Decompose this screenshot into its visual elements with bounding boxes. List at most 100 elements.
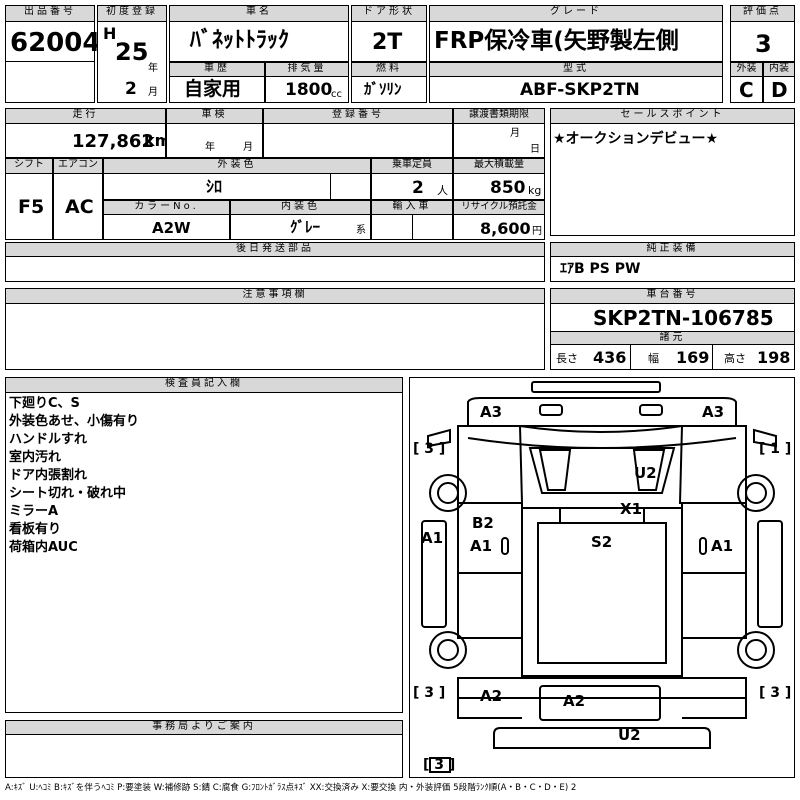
passenger-capacity: 2 (412, 178, 424, 198)
tire-front-right: [ 1 ] (759, 441, 792, 457)
color-number-header: カラーNo. (103, 200, 230, 215)
grade: FRP保冷車(矢野製左側 (434, 28, 679, 54)
truck-outline (421, 381, 783, 773)
aircon-type: AC (65, 196, 94, 218)
interior-score-header: 内装 (763, 62, 795, 77)
chassis-header: 車台番号 (550, 288, 795, 304)
mark-x1: X1 (620, 500, 643, 518)
inspector-note: 室内汚れ (9, 450, 62, 465)
interior-color: ｸﾞﾚｰ (290, 218, 321, 236)
shift-type: F5 (18, 196, 45, 218)
mileage-header: 走行 (5, 108, 166, 124)
sales-point: ★オークションデビュー★ (553, 131, 719, 147)
grade-header: グレード (429, 5, 723, 22)
mark-a1-left-door: A1 (421, 529, 444, 547)
aircon-header: エアコン (53, 158, 103, 174)
length-value: 436 (593, 348, 627, 367)
height-label: 高さ (724, 352, 746, 365)
transfer-deadline-header: 譲渡書類期限 (453, 108, 545, 124)
mark-s2: S2 (591, 533, 613, 551)
exterior-score-header: 外装 (730, 62, 763, 77)
import-header: 輸入車 (371, 200, 453, 215)
office-info-header: 事務局よりご案内 (5, 720, 403, 735)
width-label: 幅 (648, 352, 659, 365)
mark-a1-right: A1 (711, 537, 734, 555)
car-name: ﾊﾞﾈｯﾄﾄﾗｯｸ (190, 28, 290, 53)
exterior-score: C (739, 78, 754, 102)
specs-header: 諸元 (550, 331, 795, 345)
inspection-header: 車検 (166, 108, 263, 124)
mark-b2: B2 (472, 514, 494, 532)
model-header: 型式 (429, 62, 723, 77)
tire-front-left: [ 3 ] (413, 441, 446, 457)
inspector-notes-list: 下廻りC、S 外装色あせ、小傷有りハンドルすれ室内汚れドア内張割れシート切れ・破れ… (9, 395, 399, 557)
interior-score: D (771, 78, 788, 102)
vehicle-history: 自家用 (184, 78, 242, 100)
door-type: 2T (372, 30, 403, 55)
damage-diagram (409, 377, 795, 778)
genuine-equipment-header: 純正装備 (550, 242, 795, 257)
capacity-header: 乗車定員 (371, 158, 453, 174)
genuine-equipment: ｴｱB PS PW (560, 261, 641, 277)
year-unit: 年 (148, 63, 158, 74)
inspector-note: ハンドルすれ (9, 432, 88, 447)
transfer-day-unit: 日 (530, 144, 540, 155)
inspector-note: 看板有り (9, 522, 62, 537)
mark-a2-left: A2 (480, 687, 503, 705)
lot-number: 62004 (10, 28, 101, 58)
history-header: 車歴 (169, 62, 265, 77)
fuel-header: 燃料 (351, 62, 427, 77)
yen-unit: 円 (532, 226, 542, 237)
inspector-note: ドア内張割れ (9, 468, 88, 483)
mark-u2-rear: U2 (618, 726, 641, 744)
notes-header: 注意事項欄 (5, 288, 545, 304)
width-value: 169 (676, 348, 710, 367)
interior-color-header: 内装色 (230, 200, 371, 215)
era-label: H (103, 24, 117, 43)
height-value: 198 (757, 348, 791, 367)
month-unit: 月 (148, 87, 158, 98)
later-parts-header: 後日発送部品 (5, 242, 545, 257)
inspection-month-unit: 月 (243, 142, 253, 153)
registration-month: 2 (125, 79, 137, 99)
recycle-header: リサイクル預託金 (453, 200, 545, 215)
inspector-note: ミラーA (9, 504, 59, 519)
first-registration-header: 初度登録 (97, 5, 167, 22)
recycle-fee: 8,600 (480, 219, 531, 238)
inspector-notes-cell (5, 377, 403, 713)
lot-number-header: 出品番号 (5, 5, 95, 22)
sales-point-cell (550, 108, 795, 236)
displacement: 1800 (285, 80, 333, 100)
inspector-note: 下廻りC、S (9, 396, 80, 411)
exterior-color: ｼﾛ (206, 177, 223, 196)
color-number: A2W (152, 219, 191, 237)
car-name-header: 車名 (169, 5, 349, 22)
tire-rear-left: [ 3 ] (413, 685, 446, 701)
persons-unit: 人 (437, 184, 448, 197)
registration-year: 25 (115, 38, 149, 66)
tire-spare: [ 3 ] (423, 757, 456, 773)
inspector-notes-header: 検査員記入欄 (5, 377, 403, 393)
inspector-note: シート切れ・破れ中 (9, 486, 127, 501)
max-load: 850 (490, 178, 526, 198)
cc-unit: cc (331, 89, 342, 100)
mark-u2-front: U2 (634, 464, 657, 482)
mileage: 127,862 (72, 131, 154, 152)
legend: A:ｷｽﾞ U:ﾍｺﾐ B:ｷｽﾞを伴うﾍｺﾐ P:要塗装 W:補修跡 S:錆 … (5, 783, 577, 793)
exterior-color-header: 外装色 (103, 158, 371, 174)
door-type-header: ドア形状 (351, 5, 427, 22)
sales-point-header: セールスポイント (550, 108, 795, 124)
inspection-year-unit: 年 (205, 142, 215, 153)
max-load-header: 最大積載量 (453, 158, 545, 174)
mark-a2-center: A2 (563, 692, 586, 710)
km-unit: km (144, 131, 172, 150)
series-unit: 系 (356, 225, 366, 236)
model-code: ABF-SKP2TN (520, 80, 640, 100)
mark-a3-left: A3 (480, 403, 503, 421)
length-label: 長さ (556, 352, 578, 365)
shift-header: シフト (5, 158, 53, 174)
inspector-note: 外装色あせ、小傷有り (9, 414, 140, 429)
transfer-month-unit: 月 (510, 128, 520, 139)
fuel-type: ｶﾞｿﾘﾝ (364, 80, 402, 98)
mark-a1-inner: A1 (470, 537, 493, 555)
